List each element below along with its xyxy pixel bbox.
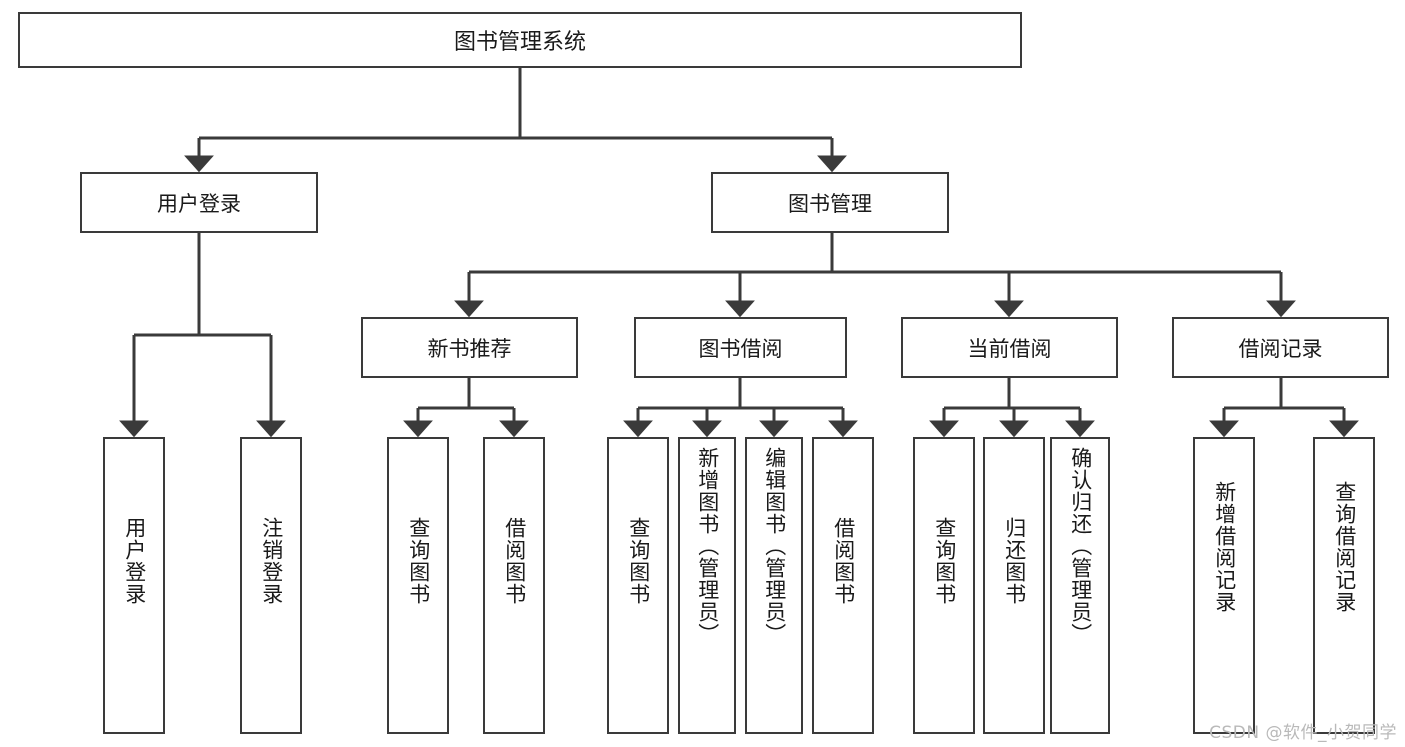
node-book-borrow[interactable]: 图书借阅 — [634, 317, 847, 378]
node-book-manage[interactable]: 图书管理 — [711, 172, 949, 233]
node-leaf-query-book-2-label: 查询图书 — [626, 517, 651, 605]
node-leaf-user-login[interactable]: 用户登录 — [103, 437, 165, 734]
node-leaf-logout[interactable]: 注销登录 — [240, 437, 302, 734]
node-leaf-borrow-book-2-label: 借阅图书 — [831, 517, 856, 605]
node-root[interactable]: 图书管理系统 — [18, 12, 1022, 68]
node-leaf-return-book-label: 归还图书 — [1002, 517, 1027, 605]
node-user-login-label: 用户登录 — [157, 191, 241, 216]
node-leaf-edit-book-label: 编辑图书（管理员） — [762, 447, 787, 645]
node-leaf-user-login-label: 用户登录 — [122, 517, 147, 605]
node-leaf-borrow-book-1[interactable]: 借阅图书 — [483, 437, 545, 734]
node-user-login[interactable]: 用户登录 — [80, 172, 318, 233]
node-new-book-recommend[interactable]: 新书推荐 — [361, 317, 578, 378]
node-leaf-query-book-3[interactable]: 查询图书 — [913, 437, 975, 734]
node-borrow-record-label: 借阅记录 — [1238, 336, 1323, 361]
node-borrow-record[interactable]: 借阅记录 — [1172, 317, 1389, 378]
node-leaf-logout-label: 注销登录 — [259, 517, 284, 605]
node-leaf-query-book-2[interactable]: 查询图书 — [607, 437, 669, 734]
node-new-book-recommend-label: 新书推荐 — [427, 336, 512, 361]
node-leaf-confirm-return[interactable]: 确认归还（管理员） — [1050, 437, 1110, 734]
node-root-label: 图书管理系统 — [453, 30, 586, 55]
node-leaf-borrow-book-1-label: 借阅图书 — [502, 517, 527, 605]
node-leaf-query-book-3-label: 查询图书 — [932, 517, 957, 605]
node-leaf-borrow-book-2[interactable]: 借阅图书 — [812, 437, 874, 734]
watermark-text: CSDN @软件_小贺同学 — [1209, 723, 1397, 743]
node-book-borrow-label: 图书借阅 — [698, 336, 783, 361]
node-leaf-return-book[interactable]: 归还图书 — [983, 437, 1045, 734]
node-leaf-edit-book[interactable]: 编辑图书（管理员） — [745, 437, 803, 734]
node-current-borrow-label: 当前借阅 — [967, 336, 1052, 361]
node-leaf-add-book-label: 新增图书（管理员） — [695, 447, 720, 645]
node-leaf-add-record-label: 新增借阅记录 — [1212, 481, 1237, 613]
node-leaf-query-record-label: 查询借阅记录 — [1332, 481, 1357, 613]
node-leaf-query-book-1[interactable]: 查询图书 — [387, 437, 449, 734]
node-leaf-confirm-return-label: 确认归还（管理员） — [1068, 447, 1093, 645]
node-leaf-query-book-1-label: 查询图书 — [406, 517, 431, 605]
node-leaf-query-record[interactable]: 查询借阅记录 — [1313, 437, 1375, 734]
node-leaf-add-book[interactable]: 新增图书（管理员） — [678, 437, 736, 734]
node-current-borrow[interactable]: 当前借阅 — [901, 317, 1118, 378]
node-book-manage-label: 图书管理 — [788, 191, 872, 216]
node-leaf-add-record[interactable]: 新增借阅记录 — [1193, 437, 1255, 734]
